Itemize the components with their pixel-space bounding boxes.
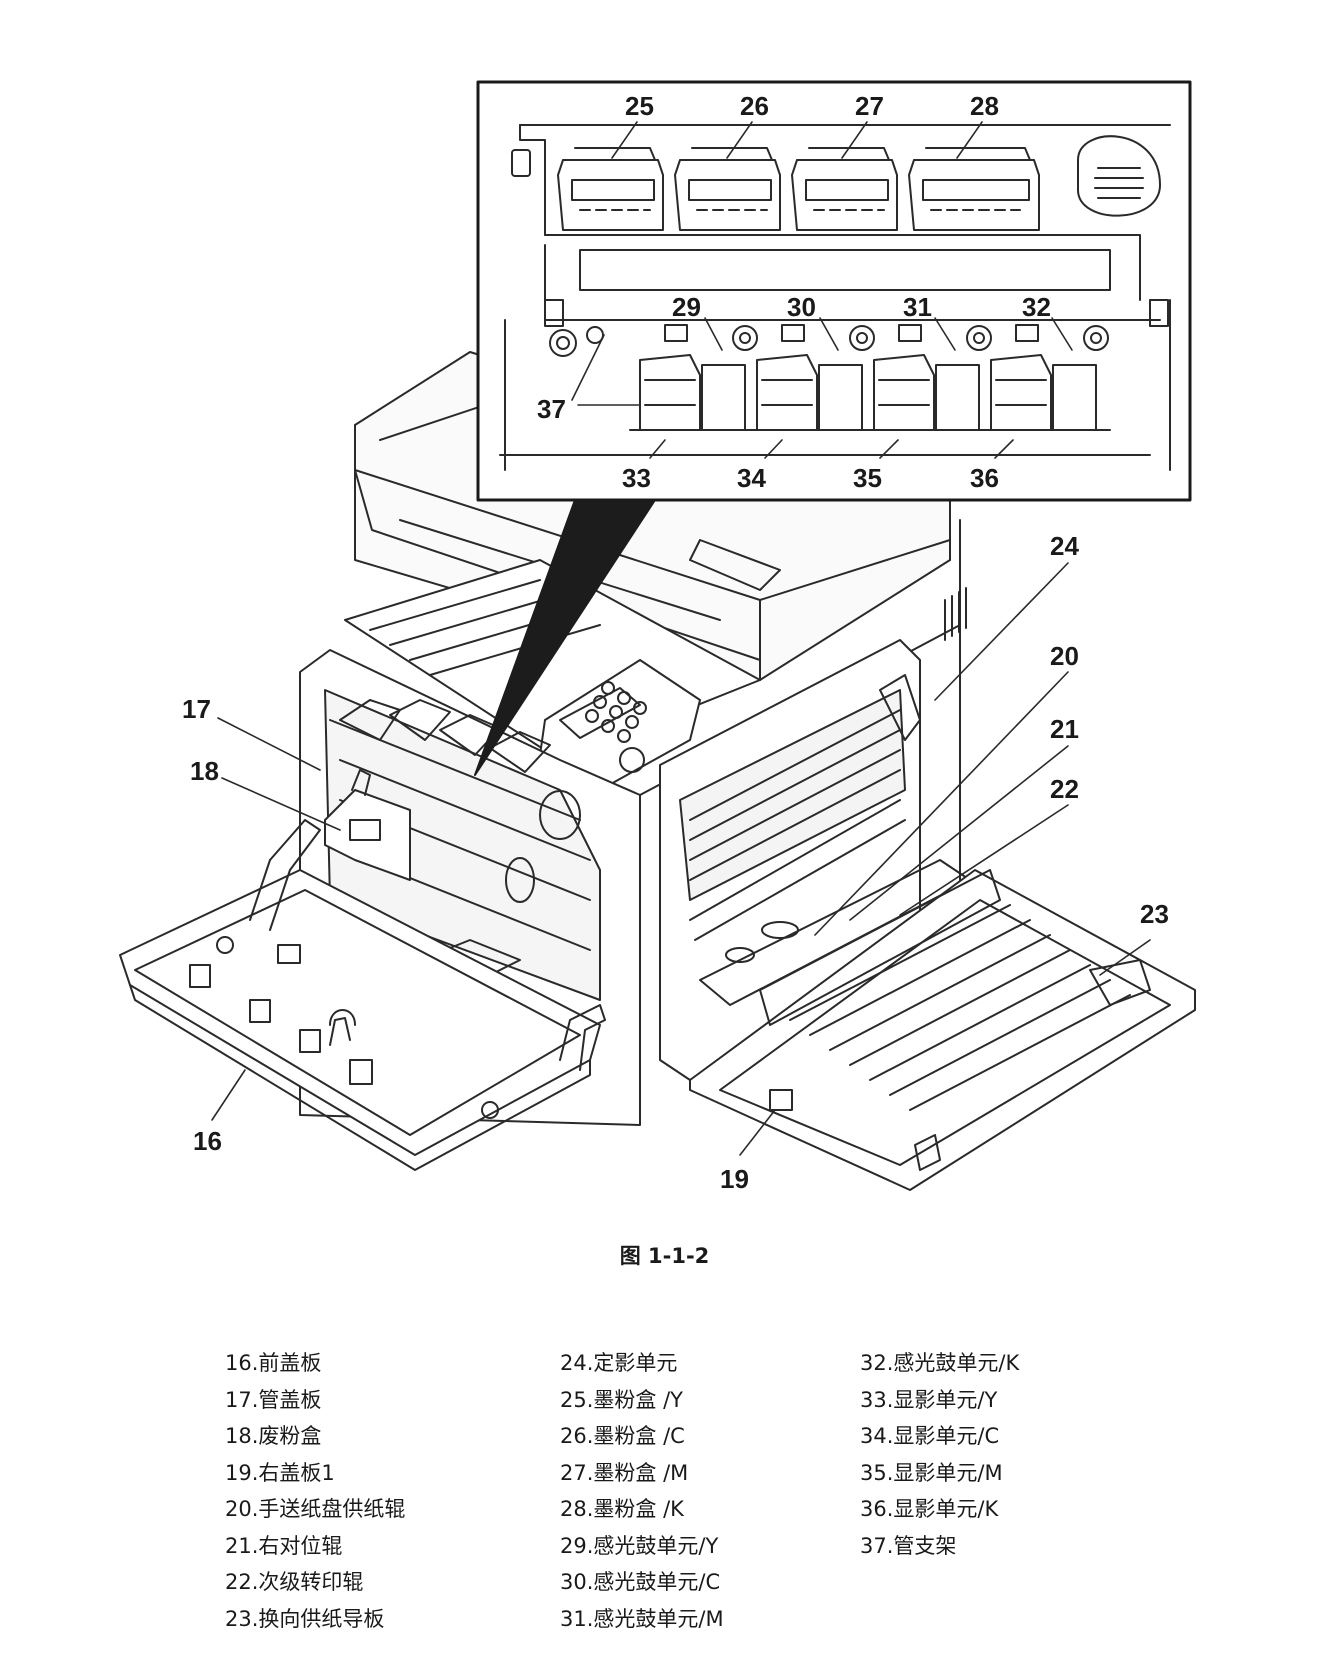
legend-item: 30.感光鼓单元/C <box>560 1570 721 1594</box>
toner-cartridge-m <box>791 147 898 231</box>
legend-item: 19.右盖板1 <box>225 1460 335 1485</box>
legend-item: 28.墨粉盒 /K <box>560 1497 684 1521</box>
legend-column-1: 16.前盖板 17.管盖板 18.废粉盒 19.右盖板1 20.手送纸盘供纸辊 … <box>225 1345 405 1637</box>
legend-item: 26.墨粉盒 /C <box>560 1424 685 1448</box>
legend-item: 16.前盖板 <box>225 1351 322 1375</box>
inset-detail <box>476 80 1192 502</box>
callout-28: 28 <box>970 91 999 121</box>
callout-32: 32 <box>1022 292 1051 322</box>
legend-item: 36.显影单元/K <box>860 1497 999 1521</box>
operation-panel <box>539 659 701 791</box>
right-cover <box>659 587 1196 1191</box>
callout-36: 36 <box>970 463 999 493</box>
callout-29: 29 <box>672 292 701 322</box>
callout-18: 18 <box>190 756 219 786</box>
callout-22: 22 <box>1050 774 1079 804</box>
callout-16: 16 <box>193 1126 222 1156</box>
callout-27: 27 <box>855 91 884 121</box>
leader-lines <box>211 121 1151 1156</box>
legend-item: 29.感光鼓单元/Y <box>560 1533 719 1558</box>
callout-21: 21 <box>1050 714 1079 744</box>
legend-item: 35.显影单元/M <box>860 1460 1003 1485</box>
callout-35: 35 <box>853 463 882 493</box>
callout-20: 20 <box>1050 641 1079 671</box>
callout-labels: 25 26 27 28 29 30 31 32 37 33 34 35 36 2… <box>182 91 1169 1194</box>
printer-diagram: 25 26 27 28 29 30 31 32 37 33 34 35 36 2… <box>119 80 1196 1194</box>
legend-item: 24.定影单元 <box>560 1351 678 1375</box>
toner-cartridge-y <box>557 147 664 231</box>
callout-33: 33 <box>622 463 651 493</box>
legend-item: 25.墨粉盒 /Y <box>560 1387 683 1412</box>
callout-24: 24 <box>1050 531 1079 561</box>
legend-item: 27.墨粉盒 /M <box>560 1460 689 1485</box>
legend-item: 37.管支架 <box>860 1533 957 1558</box>
legend-item: 21.右对位辊 <box>225 1533 343 1558</box>
legend-item: 20.手送纸盘供纸辊 <box>225 1497 406 1521</box>
toner-cartridge-c <box>674 147 781 231</box>
legend-column-2: 24.定影单元 25.墨粉盒 /Y 26.墨粉盒 /C 27.墨粉盒 /M 28… <box>560 1345 724 1637</box>
legend-item: 34.显影单元/C <box>860 1424 1000 1448</box>
callout-19: 19 <box>720 1164 749 1194</box>
front-cover <box>119 819 606 1171</box>
legend-column-3: 32.感光鼓单元/K 33.显影单元/Y 34.显影单元/C 35.显影单元/M… <box>860 1345 1019 1564</box>
callout-26: 26 <box>740 91 769 121</box>
callout-31: 31 <box>903 292 932 322</box>
callout-37: 37 <box>537 394 566 424</box>
legend-item: 32.感光鼓单元/K <box>860 1351 1020 1375</box>
parts-legend: 16.前盖板 17.管盖板 18.废粉盒 19.右盖板1 20.手送纸盘供纸辊 … <box>0 1345 1329 1645</box>
callout-23: 23 <box>1140 899 1169 929</box>
legend-item: 31.感光鼓单元/M <box>560 1606 724 1631</box>
callout-17: 17 <box>182 694 211 724</box>
callout-30: 30 <box>787 292 816 322</box>
legend-item: 18.废粉盒 <box>225 1424 322 1448</box>
legend-item: 22.次级转印辊 <box>225 1570 364 1594</box>
figure-caption: 图 1-1-2 <box>619 1244 710 1268</box>
callout-34: 34 <box>737 463 766 493</box>
toner-cartridge-k <box>908 147 1040 231</box>
legend-item: 33.显影单元/Y <box>860 1387 998 1412</box>
legend-item: 23.换向供纸导板 <box>225 1606 385 1631</box>
legend-item: 17.管盖板 <box>225 1387 322 1412</box>
drum-developing-row <box>629 324 1111 431</box>
callout-25: 25 <box>625 91 654 121</box>
